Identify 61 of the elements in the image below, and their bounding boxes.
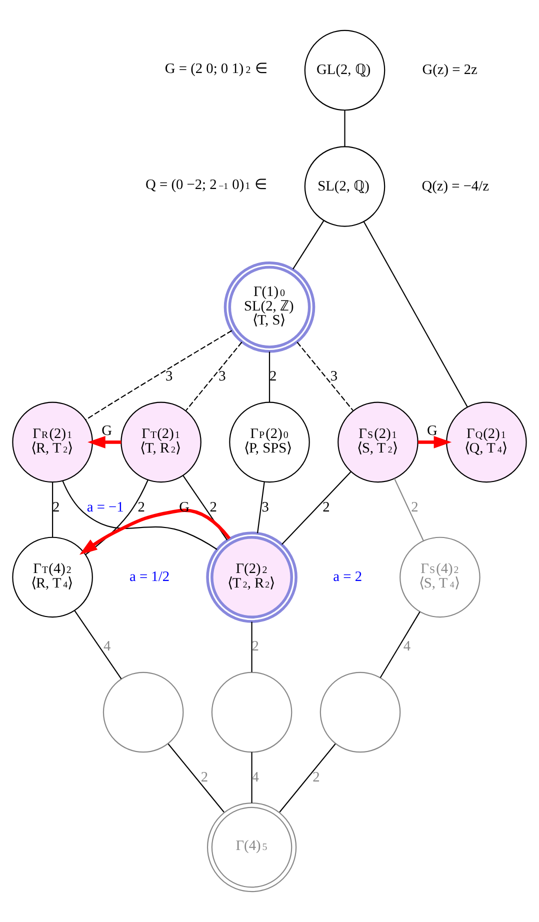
edge-label: 2	[411, 499, 418, 516]
node-circle: ΓS(2)1 ⟨S, T2⟩	[338, 402, 418, 483]
arrow	[88, 436, 122, 448]
node-label: G(z) = 2z	[422, 62, 478, 78]
edge-label: 4	[103, 638, 111, 655]
arrow	[418, 436, 452, 448]
label: a = 1/2	[129, 568, 170, 585]
edge-label: 2	[270, 368, 277, 385]
node-circle: ΓQ(2)1 ⟨Q, T4⟩	[446, 402, 527, 483]
connector	[85, 330, 232, 420]
node-label: G = (2 0; 0 1)2 ∈	[164, 60, 267, 77]
connector	[52, 482, 54, 538]
connector	[282, 471, 352, 545]
edge-label: 3	[262, 499, 269, 516]
edge-label: 2	[52, 499, 60, 516]
node-label: Q = (0 −2; 2−1 0)1 ∈	[146, 177, 266, 194]
connector	[292, 220, 324, 270]
node-circle: ΓT(2)1 ⟨T, R2⟩	[120, 402, 202, 483]
connector	[85, 480, 148, 556]
connector	[256, 482, 265, 534]
edge-label: 4	[403, 638, 411, 655]
node-circle: Γ(2)2 ⟨T2, R2⟩	[206, 532, 298, 623]
node-circle	[211, 672, 292, 753]
node-circle: ΓS(4)2 ⟨S, T4⟩	[400, 536, 480, 618]
edge-label: a = −1	[86, 499, 124, 516]
edge-label: 2	[210, 499, 217, 516]
node-circle	[102, 672, 184, 753]
edge-label: 2	[138, 499, 145, 516]
node-circle: ΓR(2)1 ⟨R, T2⟩	[12, 402, 93, 483]
connector	[363, 222, 468, 408]
connector	[251, 622, 252, 672]
connector	[62, 480, 218, 550]
connector	[182, 475, 228, 540]
node-circle	[320, 672, 401, 753]
edge-label: G	[102, 422, 112, 439]
connector	[168, 744, 224, 812]
connector	[186, 342, 242, 411]
node-circle: GL(2, ℚ)	[304, 30, 386, 111]
connector	[380, 612, 420, 678]
edge-label: 2	[200, 769, 208, 786]
connector	[279, 744, 336, 812]
connector	[268, 352, 270, 402]
edge-label: G	[427, 422, 438, 439]
arrow	[79, 508, 231, 555]
connector	[74, 610, 122, 680]
connector	[296, 342, 354, 411]
connector	[394, 478, 424, 541]
node-label: Q(z) = −4/z	[422, 178, 490, 194]
edge-label: 3	[330, 368, 338, 385]
edge-label: 2	[312, 769, 320, 786]
node-circle: Γ(4)5	[206, 802, 297, 892]
edge-label: 3	[218, 368, 226, 385]
node-circle: Γ(1)0 SL(2, ℤ) ⟨T, S⟩	[224, 261, 316, 353]
connector	[344, 110, 346, 147]
edge-label: 3	[165, 368, 173, 385]
connector	[251, 752, 252, 803]
edge-label: 2	[322, 499, 330, 516]
node-circle: SL(2, ℚ)	[304, 146, 386, 227]
node-circle: ΓP(2)0 ⟨P, SPS⟩	[229, 402, 310, 483]
label: a = 2	[333, 568, 362, 585]
node-circle: ΓT(4)2 ⟨R, T4⟩	[12, 536, 93, 618]
